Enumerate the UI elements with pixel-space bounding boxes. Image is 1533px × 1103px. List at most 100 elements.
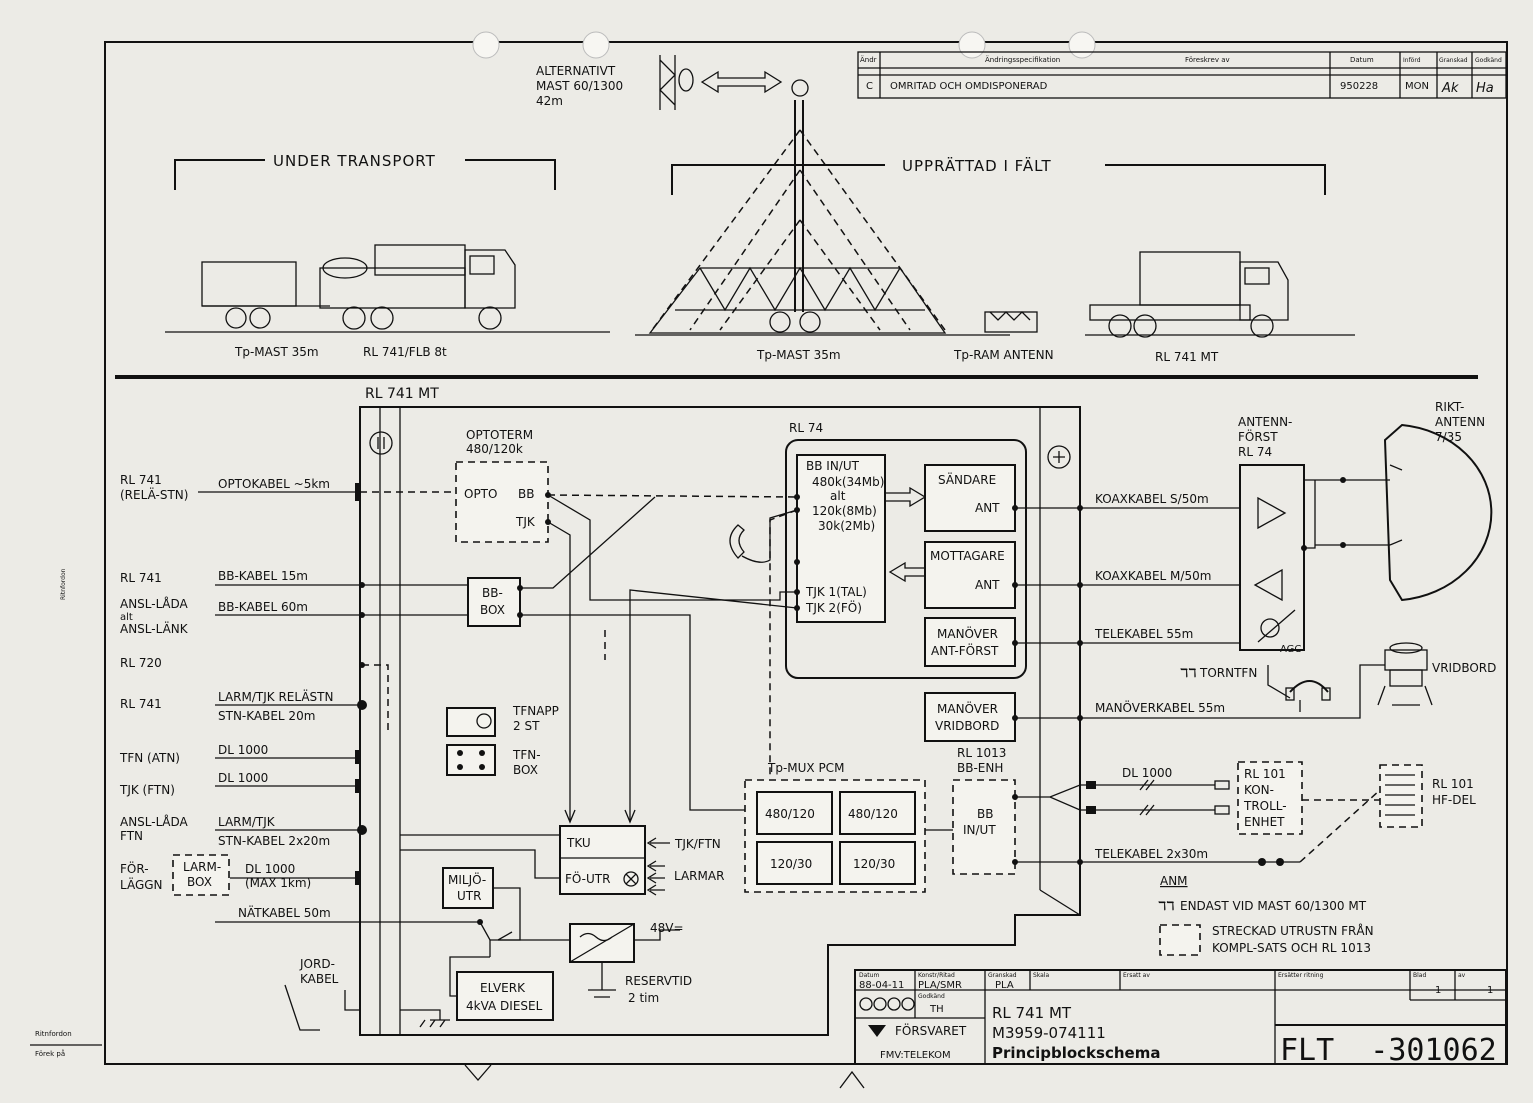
under-transport-heading: UNDER TRANSPORT [273,152,436,170]
bb-inut-block [796,454,886,623]
note-mast: ENDAST VID MAST 60/1300 MT [1180,899,1367,913]
rl74-cabinet [785,439,1027,679]
cable-label: STN-KABEL 2x20m [218,834,330,848]
mottagare-ant-label: ANT [975,578,1000,592]
cable-label: TELEKABEL 2x30m [1094,847,1208,861]
tb-caption: av [1458,972,1466,979]
forsvaret-label: FÖRSVARET [895,1022,967,1038]
anm-label: ANM [1160,874,1188,888]
sheet-border [104,41,1508,1065]
margin-note-bottom: Ritnfordon [35,1030,72,1038]
junction-dot [1077,859,1083,865]
fmv-label: FMV:TELEKOM [880,1050,951,1061]
junction-dot [359,612,365,618]
rev-header: Ändringsspecifikation [985,55,1060,64]
tfnapp-label: TFNAPP [512,704,559,718]
rl1013-box [952,779,1016,875]
drawing-number: FLT -301062 [1280,1033,1497,1068]
v48-label: 48V= [650,921,684,935]
headset-cord [1267,665,1291,699]
footnote-mark: ℸℸ [1180,666,1196,680]
agc-label: AGC [1280,644,1301,655]
port-dot [794,494,800,500]
cable-label: LARM/TJK [218,815,276,829]
tfn-jack [457,764,463,770]
tfn-box [446,744,496,776]
label-forlagg: FÖR- [120,860,149,876]
junction-dot [1077,715,1083,721]
tb-title-line2: M3959-074111 [992,1024,1106,1042]
tfn-jack [479,750,485,756]
cable-break-icon [1139,779,1155,816]
wire-48v [634,929,680,941]
cable-label: BB-KABEL 15m [218,569,308,583]
antenn-forst-label: ANTENN- [1238,415,1292,429]
wire-elverk [449,956,490,997]
label-rl741: RL 741 [120,473,162,487]
rev-header: Införd [1403,57,1421,64]
tku-block [559,825,646,895]
plug-icon [1214,805,1230,815]
rl1013-bb-label: BB [977,807,993,821]
punch-hole [472,31,500,59]
double-arrow-icon [700,70,783,94]
cable-label: LARM/TJK RELÄSTN [218,689,333,704]
antenn-forst-box [1239,464,1305,651]
tb-caption: Blad [1413,972,1426,979]
larm-box-label: LARM- [183,860,221,874]
rev-header: Föreskrev av [1185,56,1230,64]
rev-text: OMRITAD OCH OMDISPONERAD [890,81,1048,92]
label-ansl-lada-ftn: ANSL-LÅDA [120,814,189,829]
ground-icon [400,1009,450,1028]
agc-icon [1260,618,1280,638]
elverk-label: ELVERK [480,981,526,995]
punch-hole [958,31,986,59]
junction-dot [1276,858,1284,866]
tb-granskad: PLA [995,980,1014,991]
cable-label: MANÖVERKABEL 55m [1095,699,1225,715]
connector-icon [369,431,393,455]
label-jord: JORD- [299,957,335,971]
rikt-antenn-label: 7/35 [1435,430,1462,444]
connector-icon [1053,451,1065,463]
reservtid-label: RESERVTID [625,974,692,988]
wire-tjk1 [547,494,797,601]
manover-ant-label: MANÖVER [937,625,998,641]
mottagare-label: MOTTAGARE [930,549,1005,563]
binoculars-icon [859,997,915,1011]
cable-label: BB-KABEL 60m [218,600,308,614]
plug-icon [1086,806,1096,814]
amplifier-rx-icon [1253,568,1283,602]
tb-caption: Skala [1033,972,1050,979]
alt-mast-label: MAST 60/1300 [536,79,623,93]
alternative-mast-icon [659,55,694,110]
alarm-indicator-icon [625,873,637,885]
connector-mark [355,483,360,501]
tp-mux-label: Tp-MUX PCM [767,761,844,775]
tb-caption: Ersatt av [1123,972,1150,979]
battery-icon [588,962,616,998]
rev-granskad-signature: Ak [1441,81,1459,96]
connector-mark [355,750,360,764]
cable-telekabel-rl101 [1299,789,1381,863]
mux-cell-label: 480/120 [848,807,898,821]
ram-antenna-icon [984,311,1038,333]
optoterm-label: OPTOTERM [466,428,533,442]
bb-box-label: BOX [480,603,505,617]
connector-icon [377,437,385,449]
manover-ant-label: ANT-FÖRST [931,642,999,658]
wire-miljo-switch [493,887,521,941]
title-block [854,969,1507,1065]
tfnapp-box [446,707,496,737]
port-dot [794,559,800,565]
manover-vrid-block [924,692,1016,742]
alt-mast-label: 42m [536,94,563,108]
agc-icon [1257,609,1296,643]
rl101-label: KON- [1244,783,1274,797]
mottagare-block [924,541,1016,609]
mux-cell [839,841,916,885]
elverk-label: 4kVA DIESEL [466,999,543,1013]
footnote-mark: ℸℸ [1158,899,1174,913]
bb-inut-label: 480k(34Mb) [812,475,884,489]
wire-bbinut-mux [769,509,798,775]
